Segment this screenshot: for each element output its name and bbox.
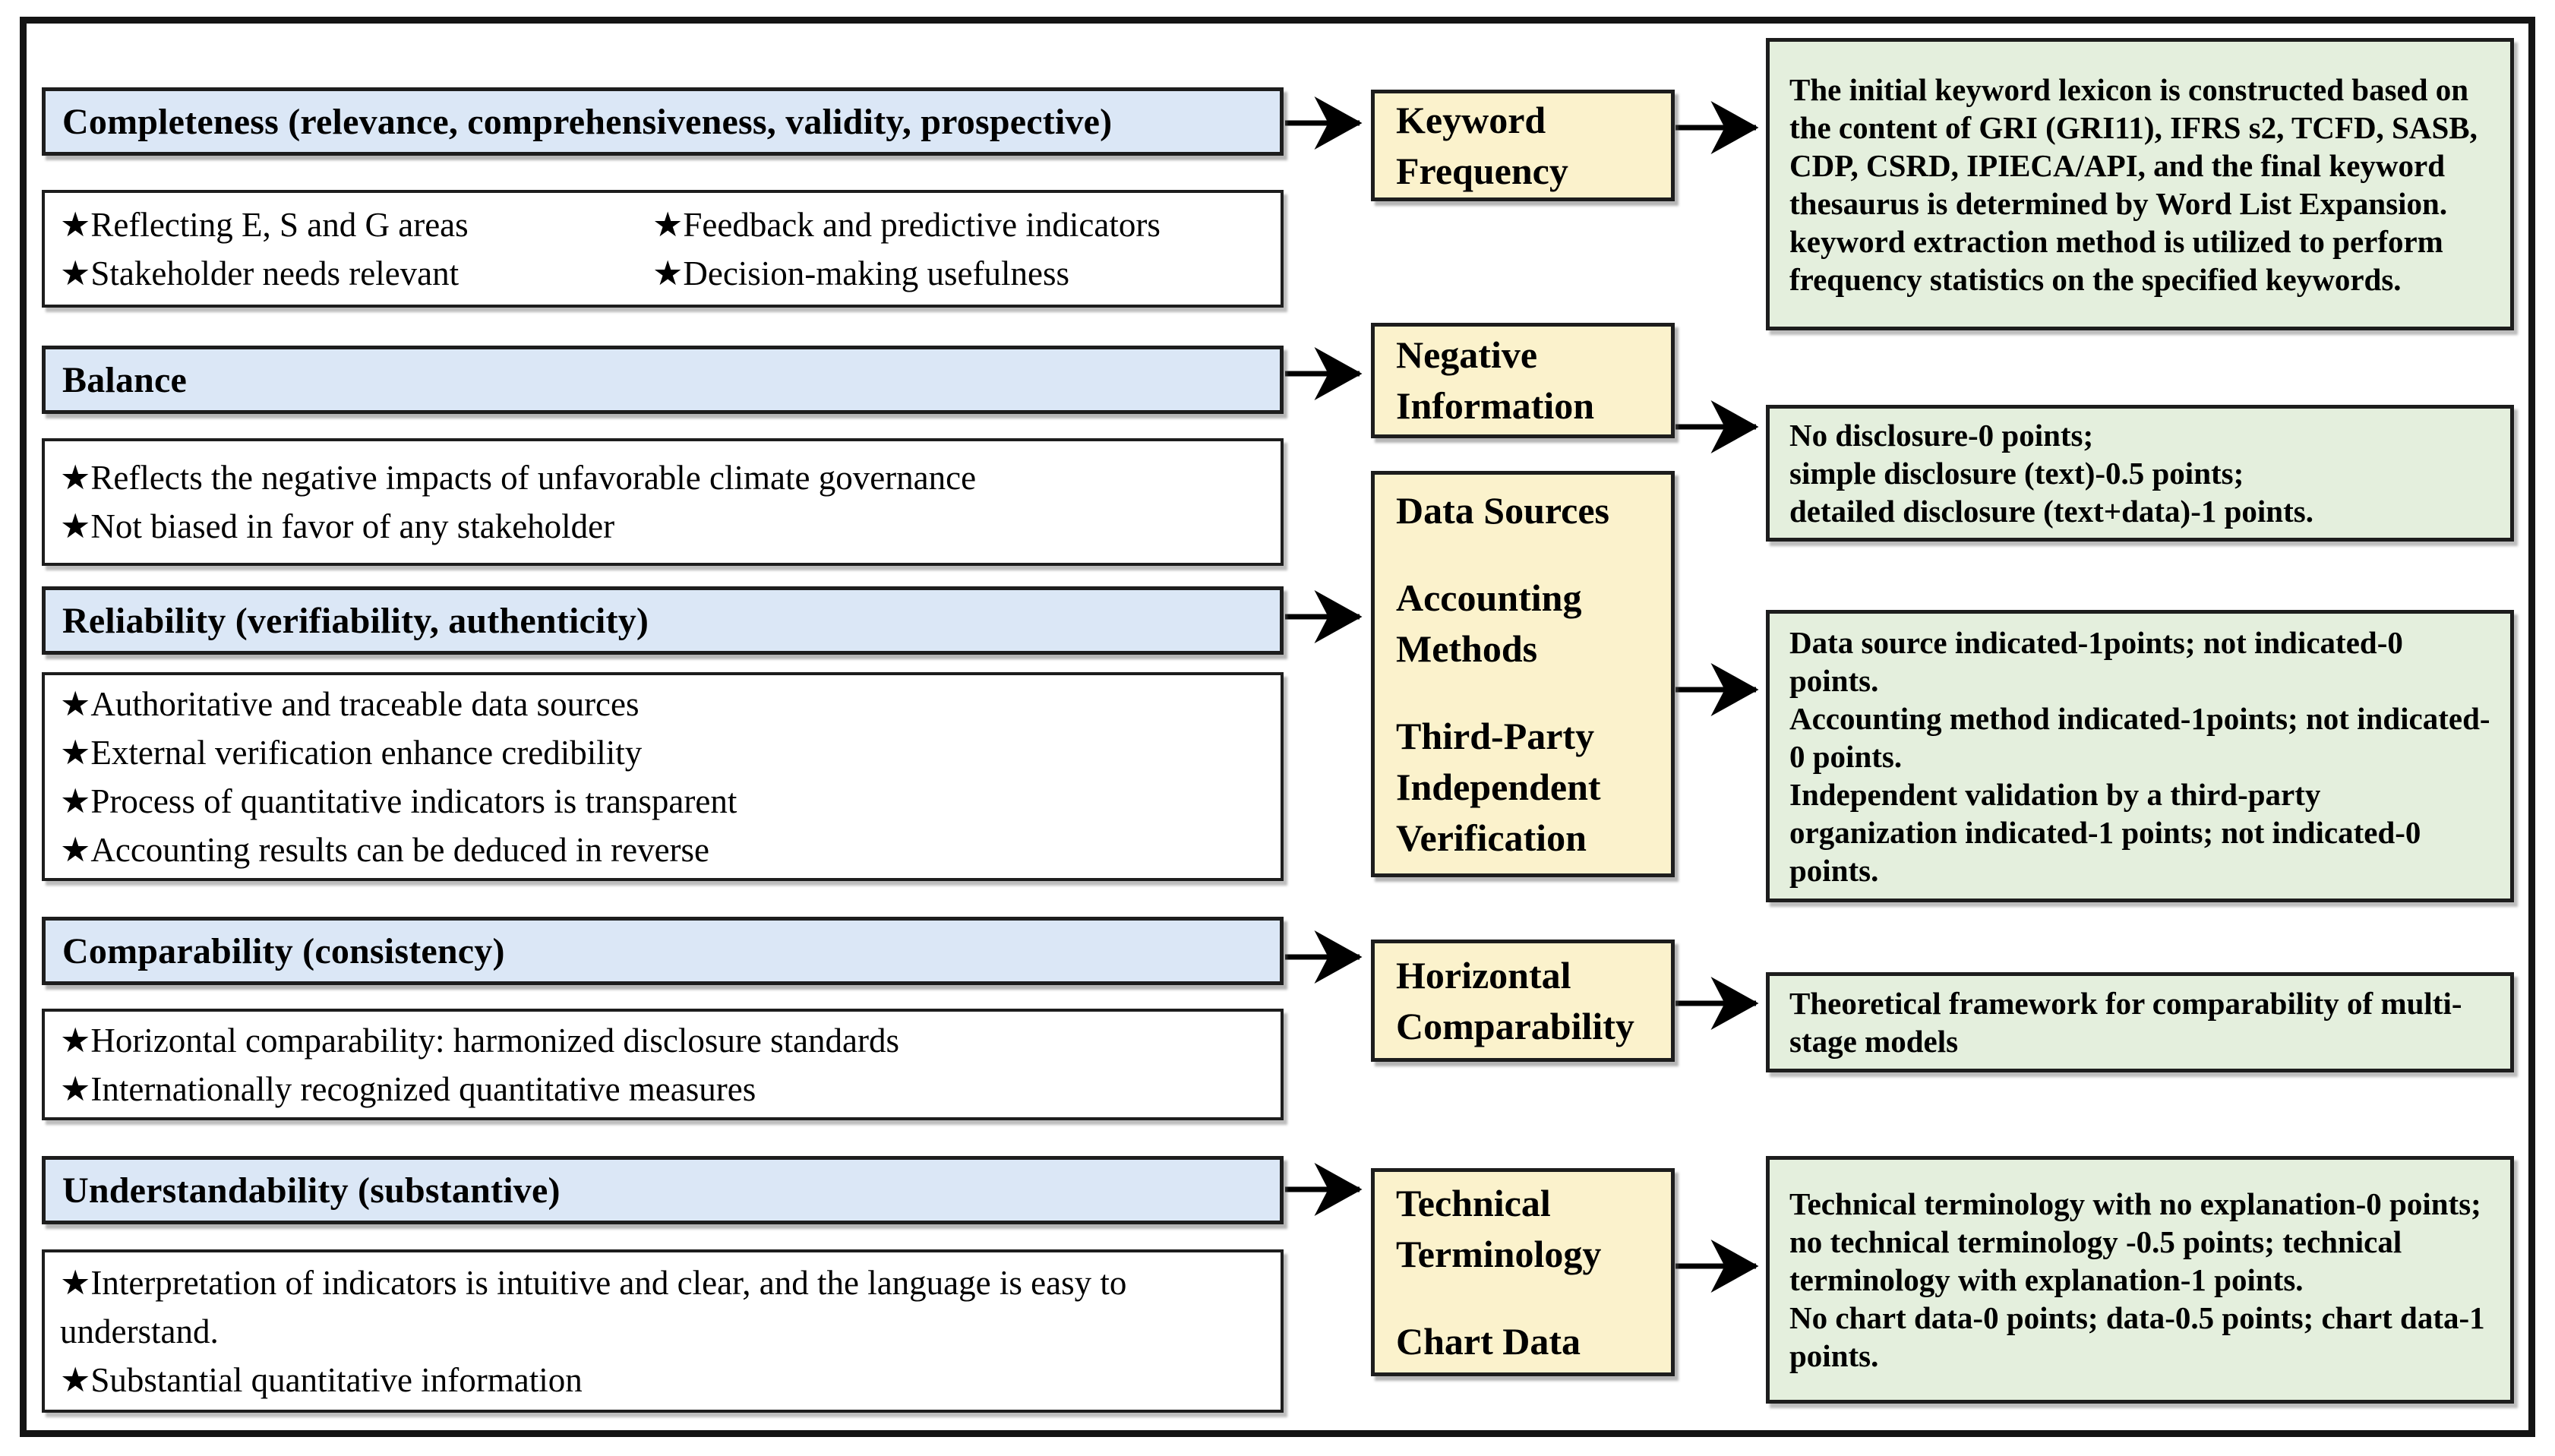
criterion-header-understandability: Understandability (substantive)	[42, 1156, 1284, 1224]
process-label: Data Sources	[1396, 488, 1610, 532]
bullet-item: ★Accounting results can be deduced in re…	[60, 830, 710, 869]
bullet-item: ★Reflecting E, S and G areas	[60, 205, 469, 244]
process-box-understandability-measures: Technical Terminology Chart Data	[1371, 1168, 1675, 1376]
criterion-title: Completeness (relevance, comprehensivene…	[62, 101, 1113, 142]
process-label: Accounting Methods	[1396, 576, 1582, 670]
criterion-header-reliability: Reliability (verifiability, authenticity…	[42, 586, 1284, 655]
bullet-item: ★Authoritative and traceable data source…	[60, 684, 640, 723]
score-box-reliability: Data source indicated-1points; not indic…	[1766, 610, 2514, 902]
bullet-item: ★Feedback and predictive indicators	[652, 205, 1161, 244]
process-label: Negative Information	[1396, 333, 1595, 427]
criterion-header-completeness: Completeness (relevance, comprehensivene…	[42, 87, 1284, 156]
criterion-header-balance: Balance	[42, 346, 1284, 414]
score-text: Independent validation by a third-party …	[1789, 776, 2421, 888]
bullet-item: ★Reflects the negative impacts of unfavo…	[60, 459, 977, 497]
bullet-item: ★Horizontal comparability: harmonized di…	[60, 1021, 900, 1060]
bullet-item: ★Decision-making usefulness	[652, 254, 1069, 292]
score-text: simple disclosure (text)-0.5 points;	[1789, 456, 2244, 491]
score-text: Data source indicated-1points; not indic…	[1789, 624, 2403, 698]
criterion-title: Reliability (verifiability, authenticity…	[62, 600, 649, 641]
bullet-item: ★Stakeholder needs relevant	[60, 254, 460, 292]
score-box-comparability: Theoretical framework for comparability …	[1766, 972, 2514, 1072]
criterion-details-balance: ★Reflects the negative impacts of unfavo…	[42, 438, 1284, 566]
score-text: detailed disclosure (text+data)-1 points…	[1789, 494, 2313, 529]
bullet-item: ★Interpretation of indicators is intuiti…	[60, 1263, 1127, 1350]
details-column-left: ★Reflecting E, S and G areas ★Stakeholde…	[60, 201, 652, 298]
bullet-item: ★Substantial quantitative information	[60, 1360, 583, 1399]
details-column-right: ★Feedback and predictive indicators ★Dec…	[652, 201, 1265, 298]
bullet-item: ★Not biased in favor of any stakeholder	[60, 507, 615, 545]
score-text: No disclosure-0 points;	[1789, 418, 2094, 453]
score-text: Theoretical framework for comparability …	[1789, 986, 2462, 1059]
criterion-header-comparability: Comparability (consistency)	[42, 917, 1284, 985]
process-box-keyword-frequency: Keyword Frequency	[1371, 90, 1675, 201]
process-box-negative-information: Negative Information	[1371, 323, 1675, 438]
criterion-details-comparability: ★Horizontal comparability: harmonized di…	[42, 1009, 1284, 1120]
score-text: Accounting method indicated-1points; not…	[1789, 700, 2490, 774]
process-label: Chart Data	[1396, 1319, 1581, 1363]
score-text: Technical terminology with no explanatio…	[1789, 1186, 2481, 1297]
process-label: Keyword Frequency	[1396, 98, 1568, 192]
score-box-negative-information: No disclosure-0 points; simple disclosur…	[1766, 405, 2514, 542]
process-label: Horizontal Comparability	[1396, 953, 1634, 1047]
process-label: Third-Party Independent Verification	[1396, 714, 1601, 859]
score-text: The initial keyword lexicon is construct…	[1789, 71, 2478, 297]
bullet-item: ★External verification enhance credibili…	[60, 733, 643, 772]
criterion-details-reliability: ★Authoritative and traceable data source…	[42, 672, 1284, 881]
criterion-details-understandability: ★Interpretation of indicators is intuiti…	[42, 1249, 1284, 1413]
bullet-item: ★Internationally recognized quantitative…	[60, 1069, 756, 1108]
score-box-understandability: Technical terminology with no explanatio…	[1766, 1156, 2514, 1404]
process-label: Technical Terminology	[1396, 1181, 1602, 1275]
criterion-title: Understandability (substantive)	[62, 1170, 561, 1211]
bullet-item: ★Process of quantitative indicators is t…	[60, 782, 737, 820]
criterion-title: Comparability (consistency)	[62, 930, 505, 971]
process-box-reliability-measures: Data Sources Accounting Methods Third-Pa…	[1371, 471, 1675, 877]
score-text: No chart data-0 points; data-0.5 points;…	[1789, 1300, 2485, 1373]
details-columns: ★Reflecting E, S and G areas ★Stakeholde…	[60, 201, 1265, 298]
criterion-details-completeness: ★Reflecting E, S and G areas ★Stakeholde…	[42, 190, 1284, 308]
criterion-title: Balance	[62, 359, 188, 400]
process-box-horizontal-comparability: Horizontal Comparability	[1371, 940, 1675, 1062]
score-box-keyword-lexicon: The initial keyword lexicon is construct…	[1766, 38, 2514, 330]
